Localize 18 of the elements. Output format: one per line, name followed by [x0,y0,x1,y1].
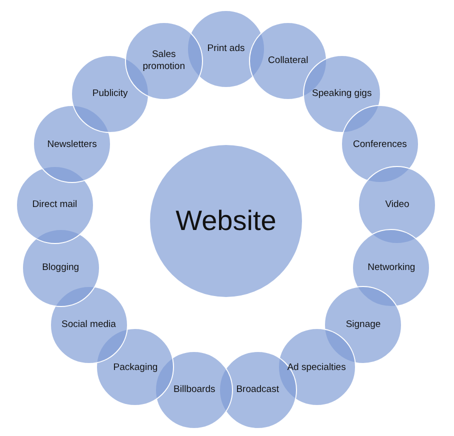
circle-label: Blogging [42,262,80,274]
circle-label: Sales promotion [142,49,186,72]
circle-label: Publicity [92,88,128,100]
circle-label: Print ads [207,43,245,55]
circle-label: Signage [346,318,381,330]
circle-label: Ad specialties [287,362,346,373]
circle-label: Social media [62,318,116,330]
circle-label: Conferences [353,138,407,150]
circle-label: Speaking gigs [312,88,372,100]
circle-label: Direct mail [32,199,78,211]
circle-label: Website [176,204,276,238]
circle-label: Billboards [174,384,216,396]
circle-label: Video [385,199,410,211]
circle-label: Packaging [113,362,158,373]
circle-label: Broadcast [236,384,279,396]
circle-label: Newsletters [47,138,97,150]
circle-label: Networking [368,262,416,274]
circle-label: Collateral [268,54,308,66]
